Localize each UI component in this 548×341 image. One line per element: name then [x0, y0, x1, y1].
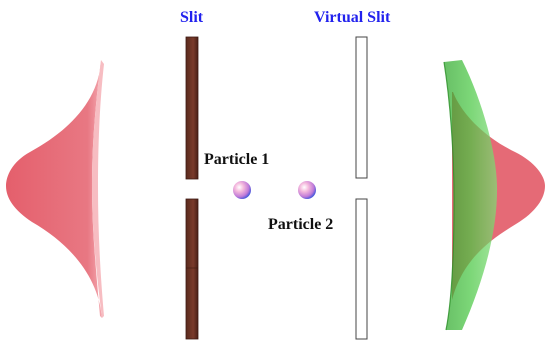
virtual-slit [355, 36, 368, 340]
virtual-slit-upper-bar [355, 36, 368, 179]
particle-1-label: Particle 1 [204, 151, 269, 168]
left-wavefunction [6, 60, 104, 318]
particles [233, 181, 316, 199]
slit [185, 36, 199, 340]
virtual-slit-label: Virtual Slit [314, 9, 391, 26]
particle-1-sphere [233, 181, 251, 199]
slit-label: Slit [180, 9, 204, 26]
right-wave-green [444, 60, 498, 330]
right-wavefunction [443, 60, 545, 331]
right-wave-green-edge [443, 61, 455, 331]
left-wave-rim [92, 60, 104, 318]
particle-2-sphere [298, 181, 316, 199]
slit-lower-bar [185, 198, 199, 340]
virtual-slit-lower-bar [355, 198, 368, 340]
slit-upper-bar [185, 36, 199, 180]
left-wave-body [6, 60, 102, 318]
particle-2-label: Particle 2 [268, 216, 333, 233]
